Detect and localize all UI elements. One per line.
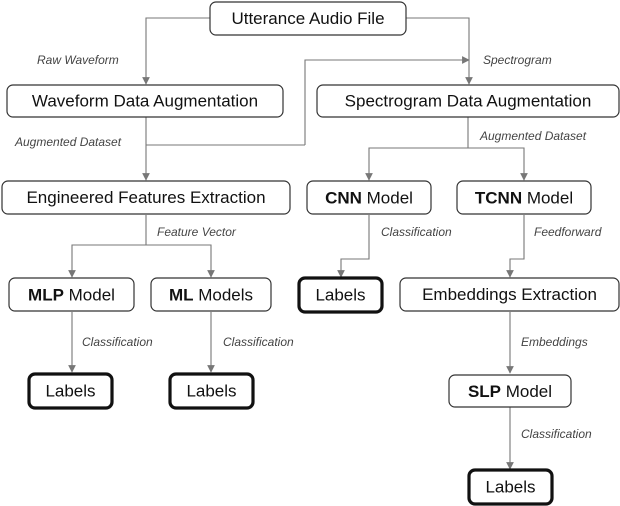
- edge-label-classification-ml: Classification: [223, 335, 294, 349]
- edge-label-classification-mlp: Classification: [82, 335, 153, 349]
- edge-cnn-to-labels: [337, 215, 370, 278]
- node-ml-models: ML Models: [150, 277, 272, 312]
- edge-label-classification-cnn: Classification: [381, 225, 452, 239]
- node-slp-model-bold: SLP: [468, 382, 501, 401]
- node-mlp-model-bold: MLP: [28, 285, 64, 304]
- node-cnn-model-bold: CNN: [325, 188, 362, 207]
- node-ml-models-bold: ML: [169, 285, 194, 304]
- node-waveform-data-augmentation: Waveform Data Augmentation: [6, 84, 284, 118]
- node-slp-model-rest: Model: [501, 382, 552, 401]
- node-cnn-model-rest: Model: [362, 188, 413, 207]
- edge-label-spectrogram: Spectrogram: [483, 53, 552, 67]
- edge-waveform-to-spectrogram-crossing: [304, 56, 470, 145]
- node-labels-ml-label: Labels: [186, 382, 236, 401]
- node-labels-mlp: Labels: [27, 372, 114, 410]
- node-labels-cnn-label: Labels: [315, 286, 365, 305]
- edge-label-raw-waveform: Raw Waveform: [37, 53, 119, 67]
- edge-label-augmented-dataset-right: Augmented Dataset: [479, 129, 587, 143]
- node-tcnn-model: TCNN Model: [456, 180, 592, 215]
- edge-utterance-to-spectrogram-aug: [406, 17, 473, 85]
- node-spectrogram-aug-label: Spectrogram Data Augmentation: [345, 92, 592, 111]
- node-utterance-label: Utterance Audio File: [231, 9, 384, 28]
- node-labels-ml: Labels: [168, 372, 255, 410]
- node-mlp-model-rest: Model: [64, 285, 115, 304]
- node-labels-slp-label: Labels: [485, 478, 535, 497]
- edge-spectrogram-to-tcnn: [468, 147, 528, 181]
- edge-spectrogram-to-cnn: [365, 147, 468, 181]
- node-tcnn-model-rest: Model: [522, 188, 573, 207]
- edge-label-augmented-dataset-left: Augmented Dataset: [14, 135, 122, 149]
- node-engineered-features-label: Engineered Features Extraction: [26, 188, 265, 207]
- edge-label-embeddings: Embeddings: [521, 335, 588, 349]
- edge-labels: Raw Waveform Spectrogram Augmented Datas…: [14, 53, 602, 441]
- edge-label-feature-vector: Feature Vector: [157, 225, 237, 239]
- node-tcnn-model-label: TCNN Model: [475, 188, 573, 207]
- node-mlp-model-label: MLP Model: [28, 285, 115, 304]
- node-slp-model: SLP Model: [448, 374, 572, 408]
- node-utterance-audio-file: Utterance Audio File: [209, 1, 407, 36]
- edge-tcnn-to-embeddings: [506, 215, 525, 278]
- node-spectrogram-data-augmentation: Spectrogram Data Augmentation: [316, 84, 620, 118]
- edges: [68, 17, 528, 470]
- node-embeddings-extraction: Embeddings Extraction: [399, 277, 620, 312]
- node-ml-models-label: ML Models: [169, 285, 253, 304]
- edge-features-to-ml: [146, 244, 215, 278]
- node-waveform-aug-label: Waveform Data Augmentation: [32, 92, 258, 111]
- node-cnn-model-label: CNN Model: [325, 188, 413, 207]
- node-labels-mlp-label: Labels: [45, 382, 95, 401]
- node-labels-slp: Labels: [467, 468, 554, 506]
- edge-label-classification-slp: Classification: [521, 427, 592, 441]
- edge-utterance-to-waveform-aug: [142, 17, 210, 85]
- node-cnn-model: CNN Model: [306, 180, 432, 215]
- node-ml-models-rest: Models: [194, 285, 254, 304]
- node-tcnn-model-bold: TCNN: [475, 188, 522, 207]
- node-embeddings-extraction-label: Embeddings Extraction: [422, 285, 597, 304]
- node-slp-model-label: SLP Model: [468, 382, 552, 401]
- node-labels-cnn: Labels: [297, 276, 384, 314]
- edge-features-to-mlp: [68, 244, 146, 278]
- node-engineered-features-extraction: Engineered Features Extraction: [1, 180, 291, 215]
- edge-label-feedforward: Feedforward: [534, 225, 602, 239]
- node-mlp-model: MLP Model: [8, 277, 135, 312]
